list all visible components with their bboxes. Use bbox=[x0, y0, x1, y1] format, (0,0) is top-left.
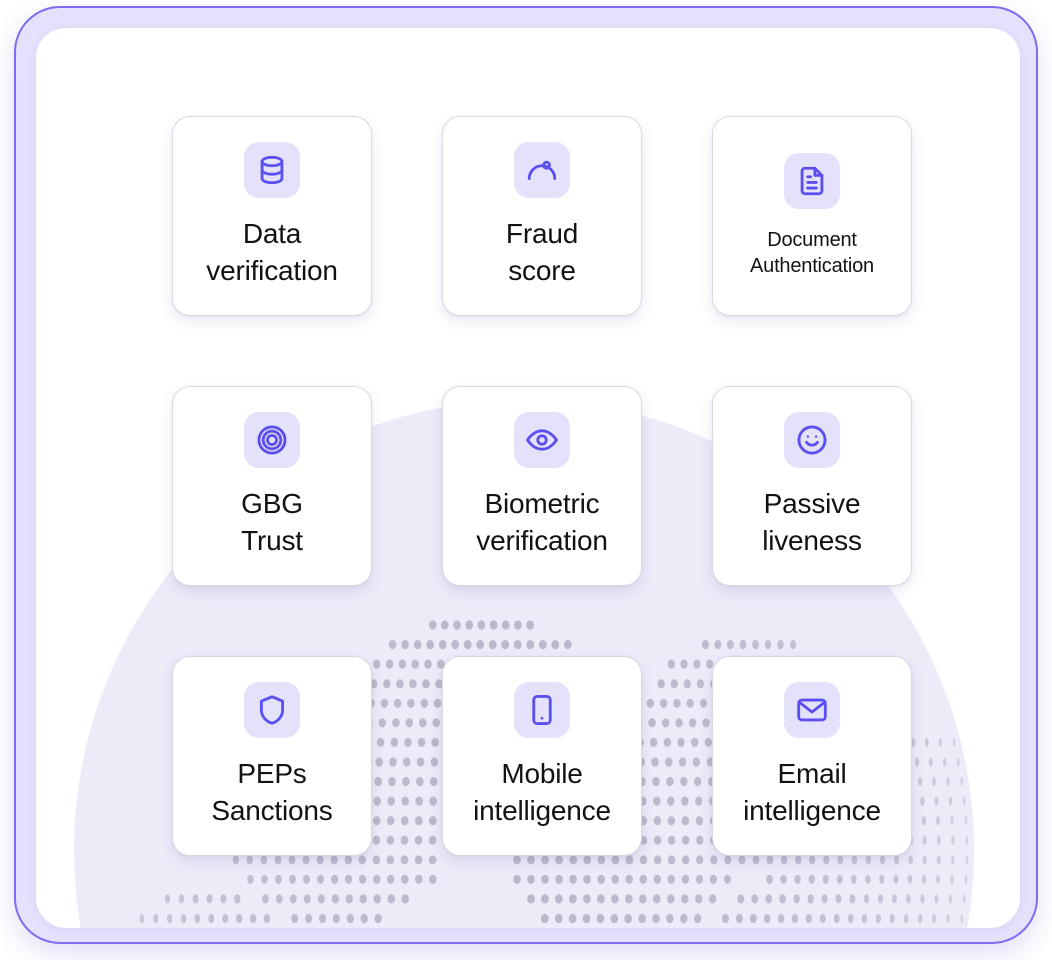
service-card-label: Data verification bbox=[206, 218, 338, 286]
service-card-fraud-score[interactable]: Fraud score bbox=[442, 116, 642, 316]
icon-tile-data-verification bbox=[244, 142, 300, 199]
gauge-icon bbox=[525, 153, 559, 187]
service-card-biometric-verification[interactable]: Biometric verification bbox=[442, 386, 642, 586]
service-card-label: GBG Trust bbox=[241, 488, 303, 556]
service-card-passive-liveness[interactable]: Passive liveness bbox=[712, 386, 912, 586]
document-icon bbox=[795, 164, 829, 198]
shield-icon bbox=[255, 693, 289, 727]
icon-tile-document-authentication bbox=[784, 152, 840, 209]
service-card-gbg-trust[interactable]: GBG Trust bbox=[172, 386, 372, 586]
service-card-label: PEPs Sanctions bbox=[211, 758, 333, 826]
service-card-label: Email intelligence bbox=[743, 758, 881, 826]
service-card-email-intelligence[interactable]: Email intelligence bbox=[712, 656, 912, 856]
icon-tile-mobile-intelligence bbox=[514, 682, 570, 739]
envelope-icon bbox=[795, 693, 829, 727]
service-card-label: Biometric verification bbox=[476, 488, 608, 556]
icon-tile-peps-sanctions bbox=[244, 682, 300, 739]
icon-tile-gbg-trust bbox=[244, 412, 300, 469]
service-card-label: Document Authentication bbox=[750, 228, 874, 277]
service-card-document-authentication[interactable]: Document Authentication bbox=[712, 116, 912, 316]
service-card-label: Mobile intelligence bbox=[473, 758, 611, 826]
icon-tile-fraud-score bbox=[514, 142, 570, 199]
icon-tile-biometric-verification bbox=[514, 412, 570, 469]
smiley-icon bbox=[795, 423, 829, 457]
service-card-label: Passive liveness bbox=[762, 488, 862, 556]
service-card-label: Fraud score bbox=[505, 218, 579, 286]
service-card-data-verification[interactable]: Data verification bbox=[172, 116, 372, 316]
eye-icon bbox=[525, 423, 559, 457]
mobile-icon bbox=[525, 693, 559, 727]
database-icon bbox=[255, 153, 289, 187]
service-card-mobile-intelligence[interactable]: Mobile intelligence bbox=[442, 656, 642, 856]
services-grid: Data verification Fraud score Document Aut… bbox=[172, 116, 912, 856]
service-card-peps-sanctions[interactable]: PEPs Sanctions bbox=[172, 656, 372, 856]
content-panel: Data verification Fraud score Document Aut… bbox=[36, 28, 1020, 928]
outer-frame: Data verification Fraud score Document Aut… bbox=[14, 6, 1038, 944]
target-icon bbox=[255, 423, 289, 457]
icon-tile-passive-liveness bbox=[784, 412, 840, 469]
icon-tile-email-intelligence bbox=[784, 682, 840, 739]
